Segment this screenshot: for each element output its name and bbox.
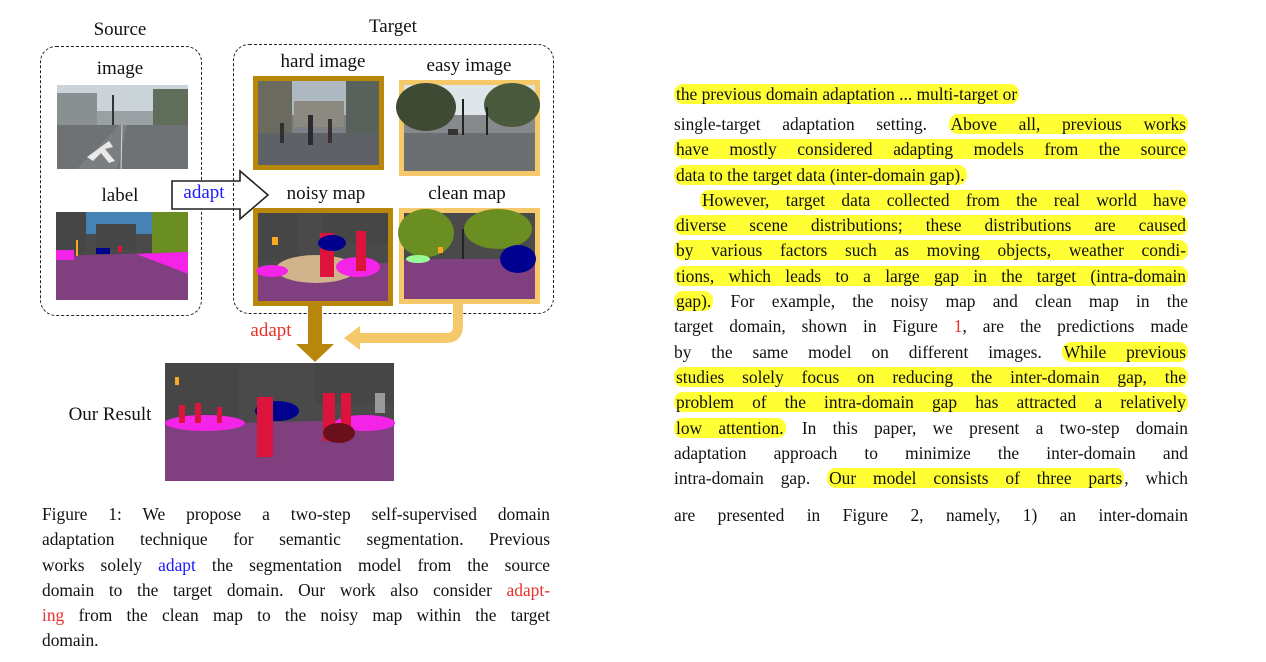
adapt-red-label: adapt [250, 320, 292, 341]
source-image [57, 85, 188, 170]
highlight: Above all, previous works [948, 114, 1188, 134]
body-line: single-target adaptation setting. Above … [674, 112, 1188, 137]
caption-text: works solely [42, 554, 159, 575]
hard-image [253, 76, 384, 170]
body-paragraphs: single-target adaptation setting. Above … [674, 112, 1188, 491]
highlight: data to the target data (inter-domain ga… [674, 164, 967, 185]
caption-line: domain. [42, 630, 99, 651]
highlight: by various factors such as moving object… [674, 240, 1188, 261]
body-text-span: In this paper, we present a two-step dom… [785, 417, 1188, 438]
caption-line: domain to the target domain. Our work al… [42, 578, 550, 603]
body-line: diverse scene distributions; these distr… [674, 213, 1188, 238]
highlight: problem of the intra-domain gap has attr… [674, 392, 1188, 413]
caption-line: adaptation technique for semantic segmen… [42, 529, 550, 550]
highlight: diverse scene distributions; these distr… [674, 215, 1188, 236]
body-text-span: target domain, shown in Figure [674, 316, 954, 337]
clean-map [398, 208, 540, 304]
adapt-blue-label: adapt [183, 182, 225, 203]
body-line: intra-domain gap. Our model consists of … [674, 466, 1188, 491]
highlight: low attention. [674, 417, 786, 438]
cut-off-line-top: the previous domain adaptation ... multi… [674, 84, 1188, 106]
body-line: low attention. In this paper, we present… [674, 416, 1188, 441]
noisy-map [253, 208, 393, 306]
our-result-map [165, 363, 395, 481]
body-line: adaptation approach to minimize the inte… [674, 442, 1188, 463]
figure-ref-link[interactable]: 1 [953, 316, 963, 337]
body-text-span: , are the predictions made [962, 316, 1189, 337]
body-text-span: intra-domain gap. [674, 468, 828, 489]
adapt-blue-word: adapt [158, 554, 196, 575]
body-line: However, target data collected from the … [674, 188, 1188, 213]
adapting-red-word-cont: ing [42, 605, 65, 626]
source-label-map [56, 212, 188, 300]
caption-text: the segmentation model from the source [195, 554, 551, 575]
our-result-caption: Our Result [68, 404, 152, 425]
highlight: studies solely focus on reducing the int… [674, 366, 1188, 387]
body-line: gap). For example, the noisy map and cle… [674, 289, 1188, 314]
body-line: tions, which leads to a large gap in the… [674, 264, 1188, 289]
body-line: by the same model on different images. W… [674, 340, 1188, 365]
image-caption: image [96, 58, 144, 79]
intra-adapt-arrows [296, 302, 463, 362]
target-heading: Target [369, 16, 417, 37]
adapt-arrow [171, 169, 270, 221]
source-heading: Source [93, 19, 147, 40]
cut-off-line-bottom: are presented in Figure 2, namely, 1) an… [674, 503, 1188, 525]
highlight: the previous domain adaptation ... multi… [674, 84, 1020, 104]
caption-line: Figure 1: We propose a two-step self-sup… [42, 504, 550, 524]
body-text-span: single-target adaptation setting. [674, 114, 949, 134]
highlight: Our model consists of three parts [827, 468, 1125, 489]
label-caption: label [101, 185, 139, 206]
caption-line: ing from the clean map to the noisy map … [42, 603, 550, 628]
body-line: target domain, shown in Figure 1, are th… [674, 314, 1188, 339]
highlight: gap). [674, 291, 714, 312]
easy-image [396, 80, 540, 176]
body-line: studies solely focus on reducing the int… [674, 365, 1188, 390]
clean-map-caption: clean map [428, 183, 506, 204]
caption-line: works solely adapt the segmentation mode… [42, 553, 550, 578]
hard-image-caption: hard image [280, 51, 366, 72]
highlight: While previous [1061, 341, 1188, 362]
body-line: are presented in Figure 2, namely, 1) an… [674, 505, 1188, 525]
highlight: have mostly considered adapting models f… [674, 139, 1188, 160]
target-box [233, 44, 554, 314]
body-line: by various factors such as moving object… [674, 238, 1188, 263]
highlight: tions, which leads to a large gap in the… [674, 265, 1188, 286]
body-line: have mostly considered adapting models f… [674, 137, 1188, 162]
easy-image-caption: easy image [426, 55, 512, 76]
body-text-span: , which [1124, 468, 1189, 489]
body-line: data to the target data (inter-domain ga… [674, 163, 1188, 188]
figure-caption: Figure 1: We propose a two-step self-sup… [42, 502, 550, 654]
body-text-span: For example, the noisy map and clean map… [713, 291, 1188, 312]
highlight: However, target data collected from the … [700, 189, 1188, 210]
caption-text: from the clean map to the noisy map with… [64, 605, 550, 626]
noisy-map-caption: noisy map [286, 183, 366, 204]
body-text-span: by the same model on different images. [674, 341, 1062, 362]
body-line: problem of the intra-domain gap has attr… [674, 390, 1188, 415]
adapting-red-word: adapt- [506, 579, 550, 600]
caption-text: domain to the target domain. Our work al… [42, 579, 507, 600]
